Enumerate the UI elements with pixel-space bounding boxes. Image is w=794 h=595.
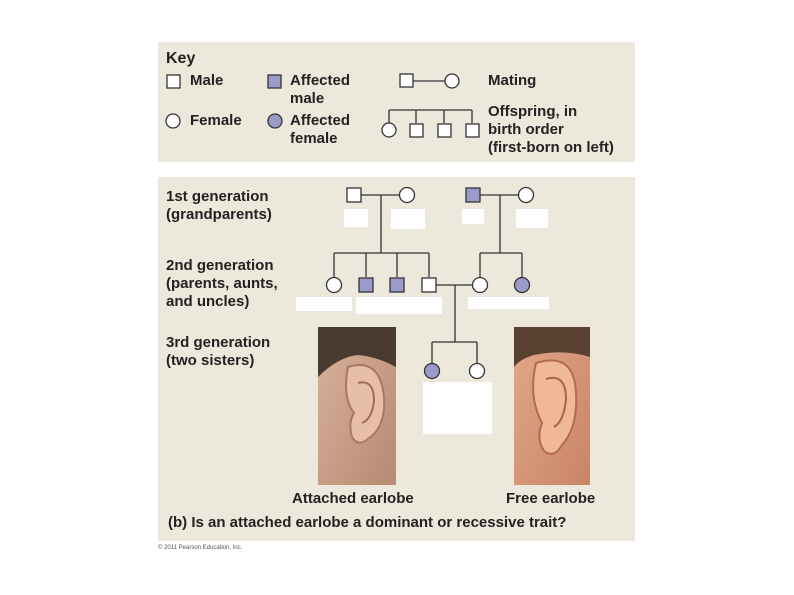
gen2-aunt-2 [513, 276, 531, 294]
genotype-box-gen1-1[interactable] [344, 209, 368, 227]
copyright-text: © 2011 Pearson Education, Inc. [158, 545, 243, 551]
genotype-box-gen1-2[interactable] [391, 209, 425, 229]
key-offspring-2 [409, 123, 424, 138]
gen2-mother [471, 276, 489, 294]
gen3-sister-2 [468, 362, 486, 380]
gen2-uncle-1 [358, 277, 374, 293]
key-affected-male-label: Affected male [290, 72, 351, 107]
key-affected-male-square [267, 74, 282, 89]
gen2-aunt-1 [325, 276, 343, 294]
key-offspring-label: Offspring, in birth order (first-born on… [488, 103, 614, 156]
gen2-father [421, 277, 437, 293]
key-offspring-1 [381, 122, 397, 138]
gen3-sister-1 [423, 362, 441, 380]
genotype-box-gen1-4[interactable] [516, 209, 548, 228]
genotype-box-gen2-1[interactable] [296, 297, 352, 311]
key-male-label: Male [190, 72, 224, 89]
attached-earlobe-caption: Attached earlobe [292, 490, 414, 507]
gen1-grandmother-right [517, 186, 535, 204]
key-title: Key [166, 50, 196, 67]
key-male-square [166, 74, 181, 89]
key-mating-label: Mating [488, 72, 537, 89]
gen1-grandfather-left [346, 187, 362, 203]
attached-earlobe-photo [318, 327, 396, 485]
key-offspring-4 [465, 123, 480, 138]
genotype-box-gen3[interactable] [423, 382, 492, 434]
second-generation-label: 2nd generation (parents, aunts, and uncl… [166, 257, 278, 310]
key-female-circle [165, 113, 181, 129]
gen1-grandfather-right [465, 187, 481, 203]
question-text: (b) Is an attached earlobe a dominant or… [168, 514, 567, 531]
key-female-label: Female [190, 112, 242, 129]
key-offspring-3 [437, 123, 452, 138]
gen2-uncle-2 [389, 277, 405, 293]
third-generation-label: 3rd generation (two sisters) [166, 334, 271, 369]
free-earlobe-photo [514, 327, 590, 485]
key-mating-male [399, 73, 414, 88]
first-generation-label: 1st generation (grandparents) [166, 188, 272, 223]
key-affected-female-label: Affected female [290, 112, 351, 147]
key-mating-female [444, 73, 460, 89]
key-panel [158, 42, 635, 162]
genotype-box-gen2-3[interactable] [468, 297, 549, 309]
genotype-box-gen1-3[interactable] [462, 209, 484, 224]
free-earlobe-caption: Free earlobe [506, 490, 596, 507]
key-affected-female-circle [267, 113, 283, 129]
genotype-box-gen2-2[interactable] [356, 297, 442, 314]
gen1-grandmother-left [398, 186, 416, 204]
